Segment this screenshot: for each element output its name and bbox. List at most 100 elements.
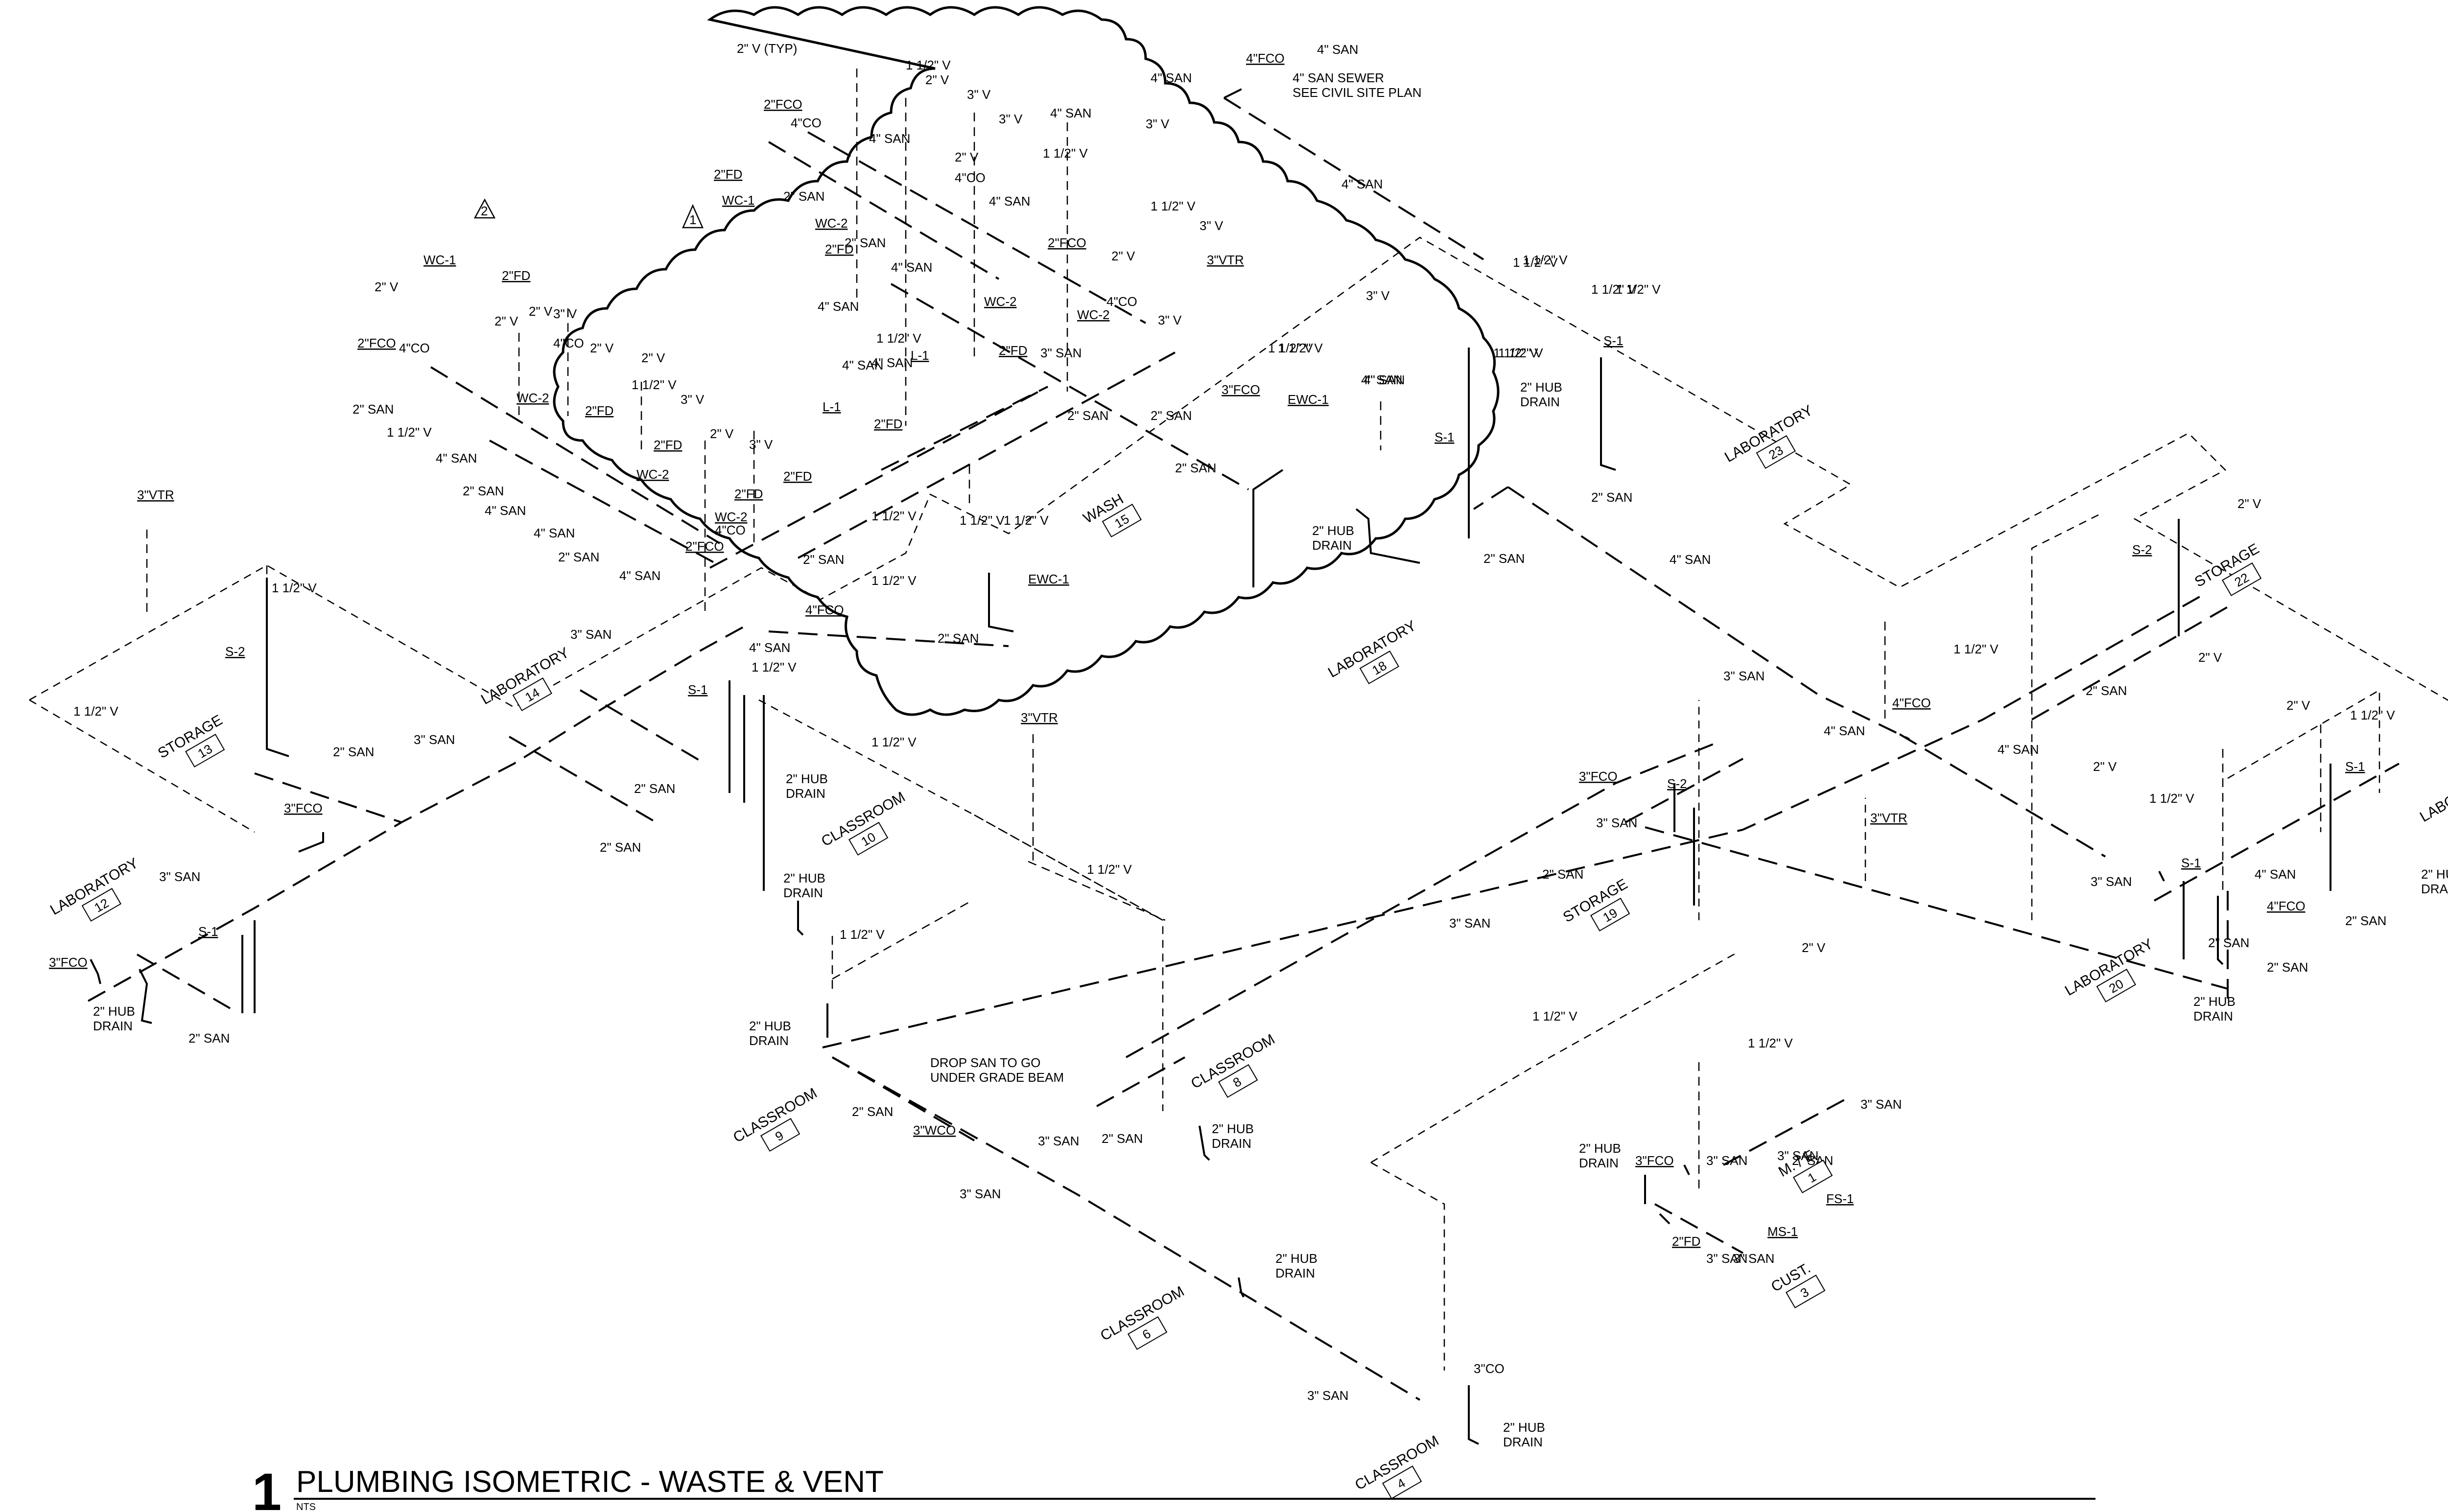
label: 3" SAN [1777, 1148, 1818, 1163]
label: 2" SAN [1102, 1131, 1143, 1146]
fixture-tag: 3"VTR [1870, 811, 1907, 825]
label: UNDER GRADE BEAM [930, 1070, 1064, 1085]
fixture-tag: S-1 [2181, 856, 2201, 870]
label: 2" SAN [558, 550, 599, 564]
fixture-tag: WC-1 [722, 193, 754, 208]
label: DRAIN [2421, 882, 2448, 896]
room-tag: STORAGE 22 [2192, 540, 2262, 596]
label: 2" HUB [2421, 867, 2448, 882]
fixture-tag: S-2 [2132, 542, 2152, 557]
fixture-tag: MS-1 [1767, 1224, 1798, 1239]
revision-delta-2: 2 [473, 198, 496, 219]
fixture-tag: 2"FD [825, 242, 853, 256]
label: 4"CO [791, 116, 822, 130]
label: 2" SAN [1591, 490, 1632, 505]
fixture-tag: 2"FD [714, 167, 742, 182]
label: 2" V [529, 304, 553, 319]
label: 1 1/2" V [1493, 346, 1538, 360]
label: 1 1/2" V [960, 513, 1005, 528]
label: 3" SAN [1706, 1153, 1747, 1168]
label: 1 1/2" V [871, 735, 917, 749]
label: 3" SAN [1706, 1251, 1747, 1266]
fixture-tag: 3"WCO [913, 1123, 956, 1138]
room-tag: LABORATORY 12 [47, 855, 141, 922]
label: 1 1/2" V [871, 573, 917, 588]
label: 2" V [641, 350, 665, 365]
label: 2" V [375, 279, 399, 294]
revision-cloud [553, 6, 1500, 716]
label: DRAIN [786, 786, 825, 801]
label: 1 1/2" V [876, 331, 921, 346]
drawing-title: 1 PLUMBING ISOMETRIC - WASTE & VENT NTS [252, 1462, 2095, 1512]
label: 3" SAN [960, 1186, 1001, 1201]
fixture-tag: 4"FCO [805, 603, 844, 617]
label: 3" V [1366, 288, 1390, 303]
room-tag: LABORATORY 21 [2417, 762, 2448, 825]
svg-text:1: 1 [689, 212, 696, 227]
building-outline [29, 236, 2448, 1371]
label: 1 1/2" V [1268, 341, 1313, 355]
label: 2" V (TYP) [737, 41, 797, 56]
label: 2" SAN [2345, 913, 2386, 928]
fixture-tag: L-1 [911, 348, 929, 363]
label: 2" HUB [1579, 1141, 1621, 1156]
label: 1 1/2" V [906, 58, 951, 72]
label: 4" SAN [1670, 552, 1711, 567]
label: 2" SAN [600, 840, 641, 855]
room-tags: LABORATORY 12 STORAGE 13 LABORATORY 14 W… [47, 402, 2448, 1499]
fixture-tag: 3"FCO [1579, 769, 1618, 784]
label: 3" SAN [159, 869, 200, 884]
vent-piping [146, 69, 2322, 1189]
label: 2" HUB [1520, 380, 1562, 395]
label: 3" SAN [1040, 346, 1082, 360]
label: 1 1/2" V [1278, 341, 1323, 355]
label: 1 1/2" V [1043, 146, 1088, 161]
label: 4" SAN SEWER [1293, 70, 1384, 85]
fixture-tag: 2"FD [783, 469, 812, 484]
fixture-tags: WC-1 WC-1 WC-2 WC-2 WC-2 WC-2 WC-2 WC-2 … [49, 51, 2365, 1249]
label: 2" V [494, 314, 518, 328]
fixture-tag: 2"FD [654, 438, 682, 452]
fixture-tag: 3"FCO [1222, 382, 1260, 397]
fixture-tag: 2"FD [999, 343, 1027, 358]
room-tag: WASH 15 [1081, 491, 1142, 537]
fixture-tag: 3"VTR [1021, 710, 1058, 725]
label: 2" V [2093, 759, 2117, 774]
label: 2" V [590, 341, 614, 355]
fixture-risers [90, 348, 2331, 1445]
label: DRAIN [1212, 1136, 1251, 1151]
title-text: PLUMBING ISOMETRIC - WASTE & VENT [296, 1465, 884, 1499]
label: 1 1/2" V [752, 660, 797, 675]
label: DRAIN [1312, 538, 1352, 553]
fixture-tag: S-2 [1667, 776, 1687, 791]
label: 1 1/2" V [1087, 862, 1132, 877]
label: 1 1/2" V [840, 927, 885, 942]
label: 2" SAN [845, 235, 886, 250]
label: 4" SAN [436, 451, 477, 465]
fixture-tag: 3"VTR [1207, 253, 1244, 267]
label: 1 1/2" V [1004, 513, 1049, 528]
label: 1 1/2" V [73, 704, 118, 719]
fixture-tag: WC-2 [517, 391, 549, 405]
fixture-tag: 3"FCO [284, 801, 323, 815]
label: 3" SAN [1860, 1097, 1902, 1112]
label: 2" V [2286, 698, 2310, 713]
title-number: 1 [252, 1462, 282, 1512]
fixture-tag: 4"FCO [1892, 696, 1931, 710]
label: 2" HUB [749, 1019, 791, 1033]
fixture-tag: 2"FD [502, 268, 530, 283]
svg-text:LABORATORY: LABORATORY [2417, 762, 2448, 825]
label: 4"CO [399, 341, 430, 355]
label: 3" SAN [1307, 1388, 1348, 1403]
label: 4" SAN [1342, 177, 1383, 191]
label: 3" SAN [1038, 1134, 1079, 1148]
label: 2" SAN [1483, 551, 1525, 566]
label: 1 1/2" V [1591, 282, 1636, 297]
room-tag: LABORATORY 18 [1325, 618, 1419, 684]
room-tag: CLASSROOM 9 [730, 1085, 820, 1152]
label: DRAIN [749, 1033, 789, 1048]
fixture-tag: WC-2 [1077, 307, 1109, 322]
label: 2" SAN [463, 484, 504, 498]
fixture-tag: S-1 [198, 924, 218, 939]
fixture-tag: S-1 [1435, 430, 1454, 444]
